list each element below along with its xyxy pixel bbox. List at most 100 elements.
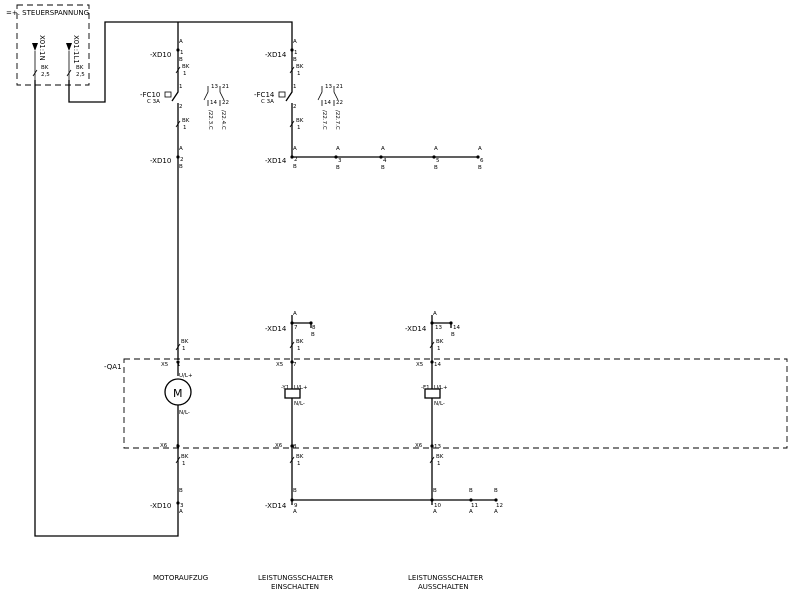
fc10-ref-a: /22.3.C bbox=[207, 110, 213, 130]
fc14-out-num: 2 bbox=[293, 104, 297, 110]
fc14-in-num: 1 bbox=[293, 84, 297, 90]
c3-wire3-bk: BK bbox=[436, 339, 444, 345]
c2-wire1-num: 1 bbox=[297, 71, 301, 77]
c2-wire4-num: 1 bbox=[297, 461, 301, 467]
terminal-n-label: X01:1N bbox=[38, 35, 46, 61]
c3-x5-num: 14 bbox=[434, 362, 441, 368]
bridge-4-num: 4 bbox=[383, 158, 387, 164]
xd14-8-num: 8 bbox=[312, 325, 316, 331]
xd14-7-label: -XD14 bbox=[265, 325, 287, 333]
xd14-top-label: -XD14 bbox=[265, 51, 287, 59]
fc14-contact bbox=[285, 88, 293, 102]
bridge-3-num: 3 bbox=[338, 158, 342, 164]
coil-f1-nl: N/L- bbox=[434, 401, 445, 407]
bridge-5-a: A bbox=[434, 146, 438, 152]
column-ausschalten: A -XD14 13 14 B BK 1 X5 14 -F1 U/L+ N/L-… bbox=[405, 311, 503, 591]
xd10-mid-num: 2 bbox=[180, 157, 184, 163]
fc14-aux-14: 14 bbox=[324, 100, 331, 106]
c2-x6-num: 8 bbox=[293, 444, 297, 450]
column-motoraufzug: A -XD10 1 B BK 1 1 -FC10 C 3A 2 BK 1 13 … bbox=[104, 39, 229, 582]
c3-wire4-num: 1 bbox=[437, 461, 441, 467]
terminal-l1-arrow-icon bbox=[66, 43, 72, 51]
column-einschalten: A -XD14 1 B BK 1 1 -FC14 C 3A 2 BK 1 13 … bbox=[254, 39, 496, 591]
xd10-bot-label: -XD10 bbox=[150, 502, 171, 510]
xd14-bridge-terminals: A A A A 3 4 5 6 B B B B bbox=[334, 146, 484, 171]
c1-wire1-num: 1 bbox=[183, 71, 187, 77]
xd10-bot-terminal bbox=[176, 501, 180, 505]
supply-box: =+. STEUERSPANNUNG X01:1N X01:1L1 BK 2,5… bbox=[6, 4, 90, 86]
xd10-top-a: A bbox=[179, 39, 183, 45]
coil-y1-ul: U/L+ bbox=[294, 385, 308, 391]
c2-wire2-num: 1 bbox=[297, 125, 301, 131]
wire-l1-size: 2,5 bbox=[76, 72, 85, 78]
xd14-mid-label: -XD14 bbox=[265, 157, 287, 165]
xd14-bot-a: A bbox=[293, 509, 297, 515]
c2-wire2-bk: BK bbox=[296, 118, 304, 124]
c2-x5-label: X5 bbox=[276, 362, 284, 368]
xd14-8-b: B bbox=[311, 332, 315, 338]
xd10-bot-num: 3 bbox=[180, 503, 184, 509]
fc14-label: -FC14 bbox=[254, 91, 275, 99]
xd14-top-a: A bbox=[293, 39, 297, 45]
c2-wire1-bk: BK bbox=[296, 64, 304, 70]
supply-label: =+. STEUERSPANNUNG bbox=[6, 9, 89, 17]
bridge-4-b: B bbox=[381, 165, 385, 171]
fc14-trip-icon bbox=[278, 91, 286, 98]
fc10-trip-icon bbox=[164, 91, 172, 98]
bridge-3-a: A bbox=[336, 146, 340, 152]
bridge-11-a: A bbox=[469, 509, 473, 515]
xd10-top-num: 1 bbox=[180, 50, 184, 56]
fc10-ref-b: /22.4.C bbox=[220, 110, 226, 130]
fc10-label: -FC10 bbox=[140, 91, 160, 99]
xd14-13-num: 13 bbox=[435, 325, 442, 331]
fc10-aux-contacts: 13 21 14 22 /22.3.C /22.4.C bbox=[203, 84, 229, 130]
fc14-aux-22: 22 bbox=[336, 100, 343, 106]
xd14-14-b: B bbox=[451, 332, 455, 338]
c2-wire3-bk: BK bbox=[296, 339, 304, 345]
bridge-12-num: 12 bbox=[496, 503, 503, 509]
c1-x5-label: X5 bbox=[161, 362, 169, 368]
xd14-10-num: 10 bbox=[434, 503, 441, 509]
c3-x6-num: 13 bbox=[434, 444, 441, 450]
fc10-in-num: 1 bbox=[179, 84, 183, 90]
caption-ausschalten-1: LEISTUNGSSCHALTER bbox=[408, 574, 483, 582]
xd14-mid-a: A bbox=[293, 146, 297, 152]
xd14-top-b: B bbox=[293, 57, 297, 63]
motor-nl: N/L- bbox=[179, 410, 190, 416]
xd14-top-num: 1 bbox=[294, 50, 298, 56]
c1-wire2-bk: BK bbox=[182, 118, 190, 124]
supply-box-frame bbox=[16, 4, 90, 86]
wire-l1-color: BK bbox=[76, 65, 84, 71]
motor-ul: U/L+ bbox=[179, 373, 193, 379]
c2-x5-num: 7 bbox=[293, 362, 297, 368]
bottom-bridge-terminals: B B 11 12 A A bbox=[469, 488, 503, 515]
bridge-5-b: B bbox=[434, 165, 438, 171]
fc14-ref-a: /22.7.C bbox=[321, 110, 327, 130]
xd10-bot-b: B bbox=[179, 488, 183, 494]
fc10-out-num: 2 bbox=[179, 104, 183, 110]
c3-x5-label: X5 bbox=[416, 362, 424, 368]
qa1-device-boundary bbox=[123, 358, 788, 449]
c2-wire3-num: 1 bbox=[297, 346, 301, 352]
bridge-6-a: A bbox=[478, 146, 482, 152]
fc10-aux-14: 14 bbox=[210, 100, 217, 106]
c1-wire1-bk: BK bbox=[182, 64, 190, 70]
bridge-12-a: A bbox=[494, 509, 498, 515]
xd14-10-b: B bbox=[433, 488, 437, 494]
bridge-11-num: 11 bbox=[471, 503, 478, 509]
xd14-10-a: A bbox=[433, 509, 437, 515]
fc14-ref-b: /22.7.C bbox=[334, 110, 340, 130]
coil-y1-label: -Y1 bbox=[281, 385, 289, 391]
fc10-contact bbox=[171, 88, 179, 102]
bridge-4-a: A bbox=[381, 146, 385, 152]
bridge-6-num: 6 bbox=[480, 158, 484, 164]
xd14-bot-b: B bbox=[293, 488, 297, 494]
fc14-aux-13: 13 bbox=[325, 84, 332, 90]
caption-ausschalten-2: AUSSCHALTEN bbox=[418, 583, 469, 591]
caption-einschalten-2: EINSCHALTEN bbox=[271, 583, 319, 591]
c1-wire4-num: 1 bbox=[182, 461, 186, 467]
c1-x5-num: 1 bbox=[177, 362, 181, 368]
fc14-aux-21: 21 bbox=[336, 84, 343, 90]
xd14-7-num: 7 bbox=[294, 325, 298, 331]
